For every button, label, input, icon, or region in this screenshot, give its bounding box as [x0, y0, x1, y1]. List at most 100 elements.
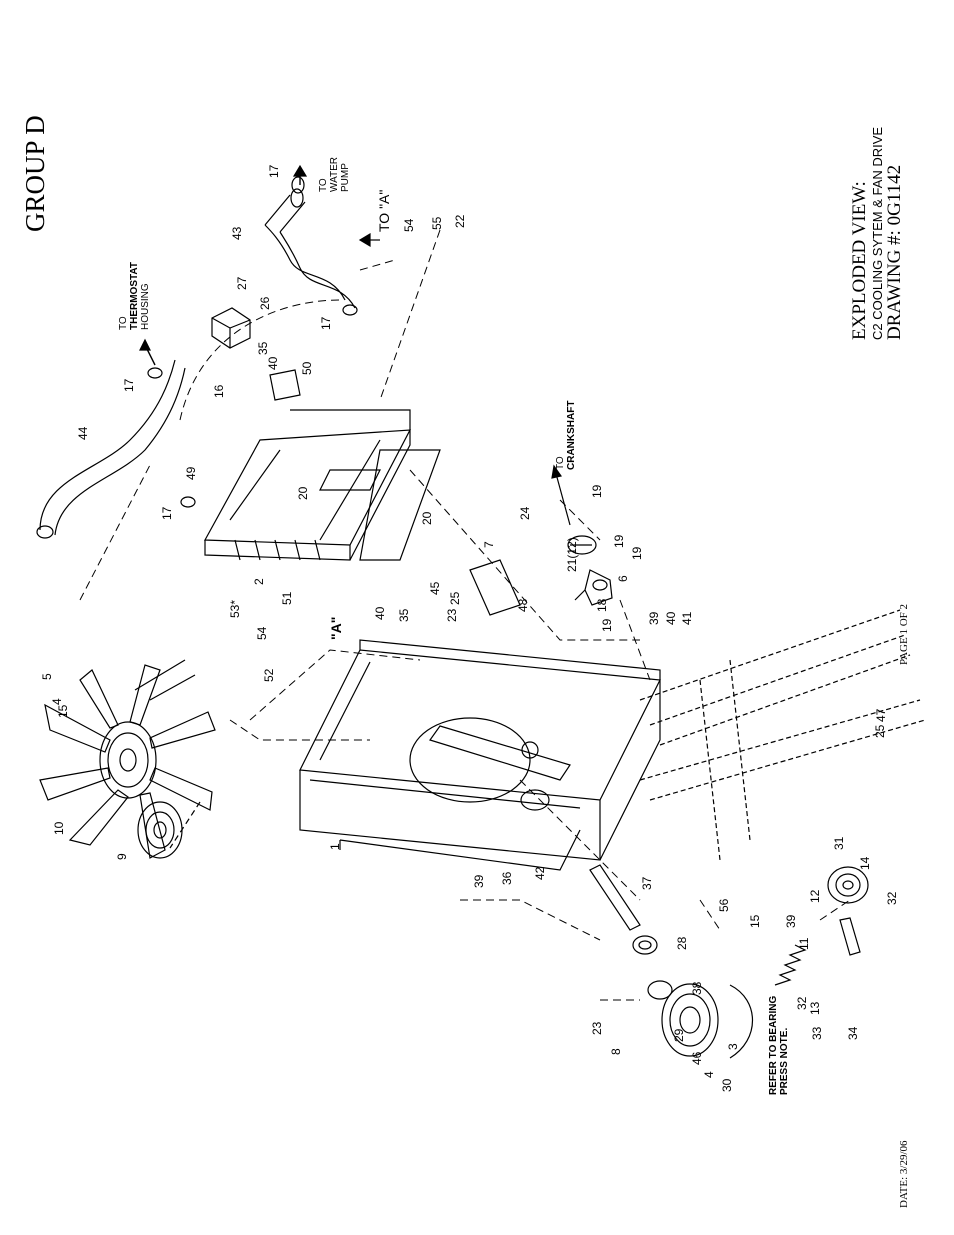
callout: 25 [873, 724, 887, 738]
callout: 16 [212, 384, 226, 398]
lower-hose [264, 224, 356, 309]
callout: 27 [235, 276, 249, 290]
callout: 43 [230, 226, 244, 240]
callout: 53* [228, 599, 242, 618]
callout: 21(12) [565, 537, 579, 572]
callout: 2 [252, 578, 266, 585]
callout: 10 [52, 821, 66, 835]
bearing-press-note-line1: REFER TO BEARING [768, 995, 779, 1095]
callout: 17 [160, 506, 174, 520]
callout: 5 [40, 673, 54, 680]
callout: 39 [472, 874, 486, 888]
callout: 26 [258, 296, 272, 310]
callout: 51 [280, 591, 294, 605]
callout: 18 [595, 598, 609, 612]
callout: 9 [115, 853, 129, 860]
callout: 40 [373, 606, 387, 620]
note-to-thermostat-line1: TO [118, 316, 129, 330]
callout: 32 [885, 891, 899, 905]
callout: 1 [328, 843, 342, 850]
callout: 23 [590, 1021, 604, 1035]
callout: 48 [516, 598, 530, 612]
callout: 47 [874, 708, 888, 722]
note-to-thermostat: TO THERMOSTAT HOUSING [118, 262, 151, 330]
callout: 19 [612, 534, 626, 548]
callout: 39 [647, 611, 661, 625]
overflow-bottle [211, 307, 251, 349]
callout: 25 [448, 591, 462, 605]
callout: 24 [518, 506, 532, 520]
callout: 32 [795, 996, 809, 1010]
upper-hose [39, 359, 186, 536]
callout: 15 [56, 704, 70, 718]
callout: 55 [430, 216, 444, 230]
crank-pulley [661, 983, 753, 1059]
callout: 40 [664, 611, 678, 625]
bottle-bracket [269, 369, 301, 401]
idler-assembly [567, 535, 613, 606]
callout: 50 [300, 361, 314, 375]
bearing-press-note-line2: PRESS NOTE. [779, 1027, 790, 1095]
callout: 19 [590, 484, 604, 498]
callout: 49 [184, 466, 198, 480]
callout: 13 [808, 1001, 822, 1015]
fan-guard [469, 559, 521, 616]
note-to-water-pump-line2: WATER [329, 157, 340, 192]
callout: 20 [420, 511, 434, 525]
callout: 44 [76, 426, 90, 440]
callout: 34 [846, 1026, 860, 1040]
callout: 54 [255, 626, 269, 640]
note-to-a: TO "A" [376, 189, 392, 232]
callout: 46 [690, 1051, 704, 1065]
callout: 15 [748, 914, 762, 928]
callout: 17 [319, 316, 333, 330]
callout: 20 [296, 486, 310, 500]
fan-spacer [137, 801, 201, 859]
callout: 33 [810, 1026, 824, 1040]
note-to-thermostat-line3: HOUSING [140, 283, 151, 330]
callout: 29 [672, 1028, 686, 1042]
callout: 22 [453, 214, 467, 228]
note-to-water-pump-line1: TO [318, 178, 329, 192]
callout: 31 [832, 836, 846, 850]
callout: 52 [262, 668, 276, 682]
callout: 38 [690, 981, 704, 995]
callout: 17 [122, 378, 136, 392]
callout: 8 [609, 1048, 623, 1055]
callout: 45 [428, 581, 442, 595]
callout: 35 [397, 608, 411, 622]
callout: 6 [616, 575, 630, 582]
note-to-water-pump-line3: PUMP [340, 163, 351, 192]
skid-base [639, 609, 926, 861]
callout: 4 [702, 1071, 716, 1078]
callout: 17 [267, 164, 281, 178]
callout: 19 [600, 618, 614, 632]
radiator [204, 409, 441, 561]
callout: 12 [808, 889, 822, 903]
drive-shaft [589, 864, 673, 1000]
bearing-press-note: REFER TO BEARING PRESS NOTE. [768, 996, 790, 1095]
callout: 39 [784, 914, 798, 928]
note-to-crankshaft-line2: CRANKSHAFT [566, 400, 577, 470]
callout: 30 [720, 1078, 734, 1092]
assembly-leaders [79, 229, 851, 1001]
view-a-label: "A" [328, 616, 344, 640]
callout: 41 [680, 611, 694, 625]
callout: 54 [402, 218, 416, 232]
callout: 42 [533, 866, 547, 880]
note-to-crankshaft: TO CRANKSHAFT [555, 401, 577, 470]
fan-blade-assembly [39, 659, 216, 859]
tension-pin [839, 917, 861, 956]
callout: 56 [717, 898, 731, 912]
note-to-crankshaft-line1: TO [555, 456, 566, 470]
callout: 23 [445, 608, 459, 622]
note-to-water-pump: TO WATER PUMP [318, 157, 351, 192]
radiator-frame [299, 639, 661, 871]
callout: 3 [726, 1043, 740, 1050]
callout: 19 [630, 546, 644, 560]
callout: 36 [500, 871, 514, 885]
callout: 7 [482, 541, 496, 548]
callout: 14 [858, 856, 872, 870]
